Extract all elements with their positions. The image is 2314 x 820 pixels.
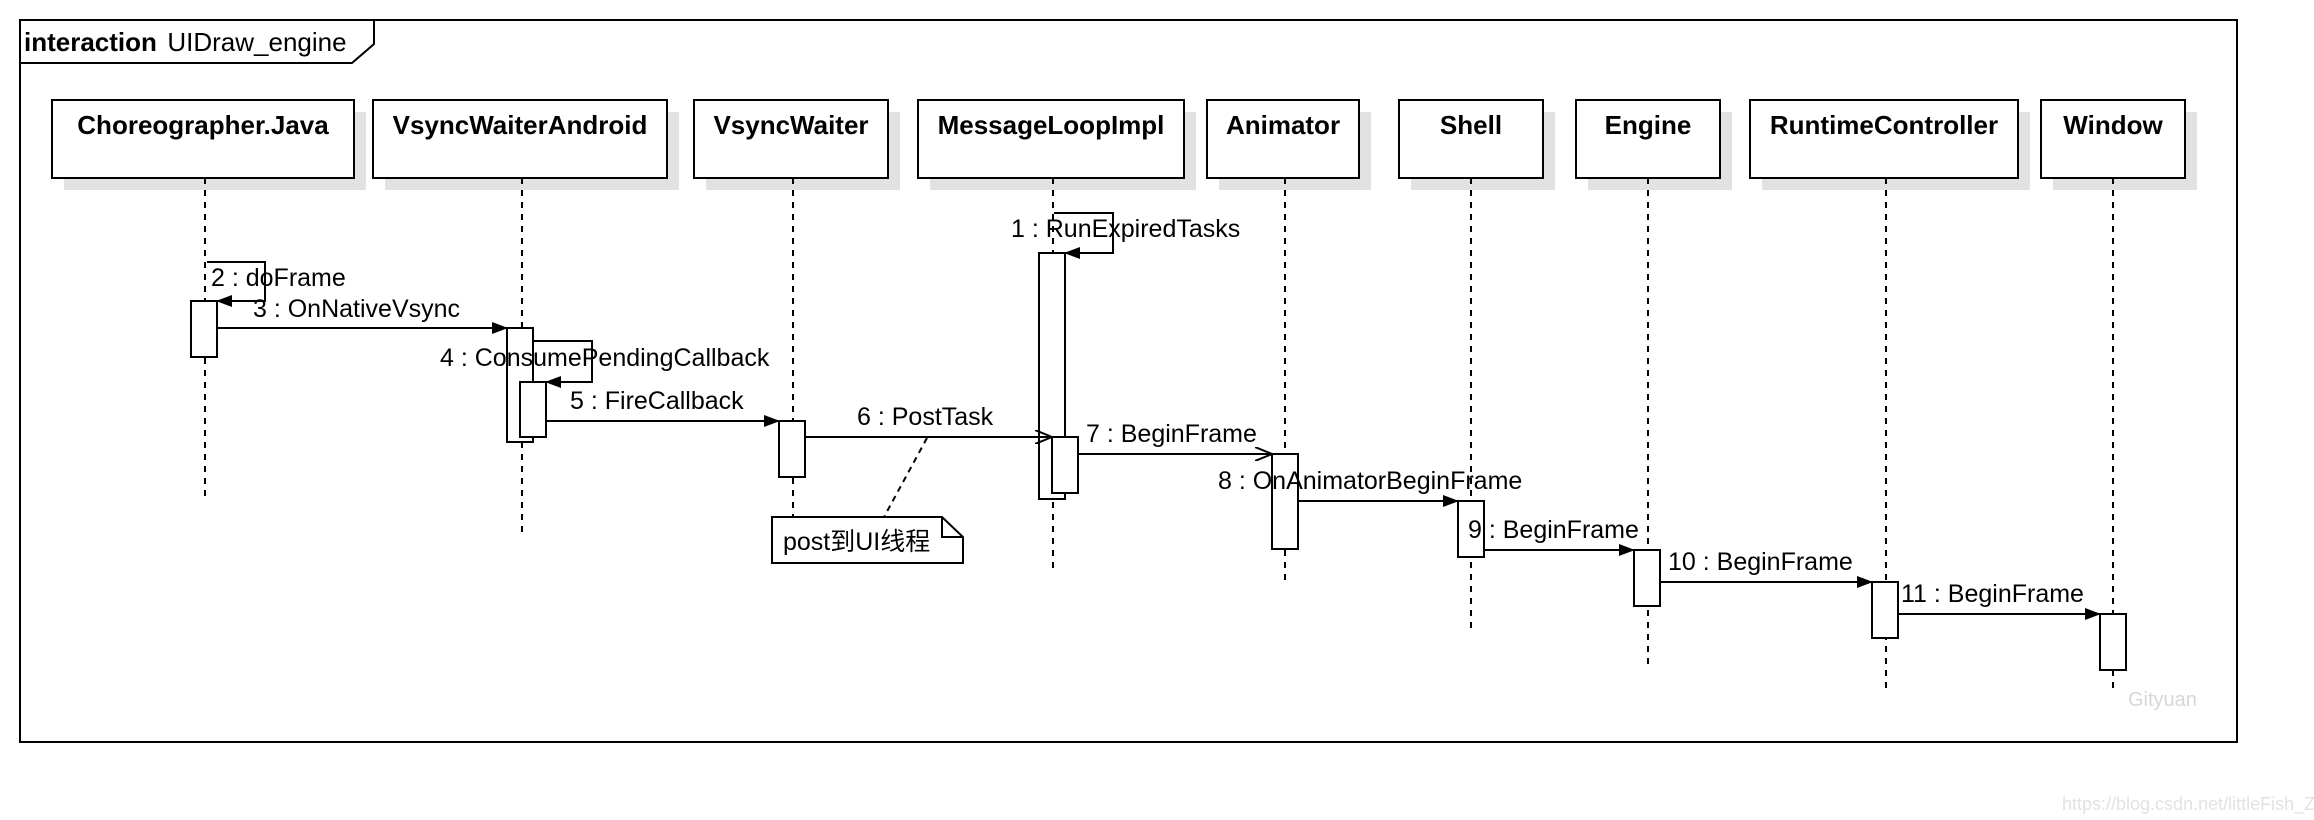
activation-animator	[1271, 453, 1299, 550]
interaction-frame: interaction UIDraw_engine	[19, 19, 2238, 743]
activation-messageloopimpl-inner	[1051, 436, 1079, 494]
message-2-label: 2 : doFrame	[211, 264, 346, 292]
lifeline-animator-label: Animator	[1226, 110, 1340, 140]
watermark-inner: Gityuan	[2128, 689, 2197, 711]
frame-keyword: interaction	[24, 27, 157, 57]
note-box	[771, 516, 964, 564]
lifeline-vsyncwaiter-label: VsyncWaiter	[713, 110, 868, 140]
lifeline-messageloopimpl-label: MessageLoopImpl	[938, 110, 1165, 140]
lifeline-choreographer-label: Choreographer.Java	[77, 110, 329, 140]
frame-name: UIDraw_engine	[167, 27, 346, 57]
message-6-label: 6 : PostTask	[857, 403, 994, 431]
message-10-label: 10 : BeginFrame	[1668, 548, 1853, 576]
message-8-label: 8 : OnAnimatorBeginFrame	[1218, 467, 1522, 495]
watermark-outer: https://blog.csdn.net/littleFish_ZYY	[2062, 794, 2314, 815]
message-5-label: 5 : FireCallback	[570, 387, 744, 415]
message-7-label: 7 : BeginFrame	[1086, 420, 1257, 448]
lifeline-messageloopimpl-box	[917, 99, 1185, 179]
lifeline-choreographer-box	[51, 99, 355, 179]
activation-engine	[1633, 549, 1661, 607]
lifeline-window-box	[2040, 99, 2186, 179]
activation-shell	[1457, 500, 1485, 558]
activation-bars	[190, 252, 2127, 671]
lifeline-window-label: Window	[2063, 110, 2163, 140]
message-9-label: 9 : BeginFrame	[1468, 516, 1639, 544]
message-3-label: 3 : OnNativeVsync	[253, 295, 460, 323]
lifeline-vsyncwaiterandroid-label: VsyncWaiterAndroid	[393, 110, 648, 140]
message-11-label: 11 : BeginFrame	[1901, 580, 2084, 608]
note-anchor-line	[883, 437, 928, 518]
lifeline-engine-box	[1575, 99, 1721, 179]
message-1-label: 1 : RunExpiredTasks	[1011, 215, 1240, 243]
note: post到UI线程	[771, 437, 964, 564]
activation-window	[2099, 613, 2127, 671]
note-text: post到UI线程	[783, 528, 930, 556]
lifeline-runtimecontroller-label: RuntimeController	[1770, 110, 1998, 140]
activation-runtimecontroller	[1871, 581, 1899, 639]
lifeline-vsyncwaiterandroid-box	[372, 99, 668, 179]
activation-vsyncwaiter	[778, 420, 806, 478]
lifeline-heads: Choreographer.Java VsyncWaiterAndroid Vs…	[51, 99, 2197, 190]
lifeline-runtimecontroller-box	[1749, 99, 2019, 179]
activation-choreographer	[190, 300, 218, 358]
activation-vsyncwaiterandroid-inner	[519, 381, 547, 438]
message-2-arrow	[207, 261, 266, 307]
lifeline-vsyncwaiter-box	[693, 99, 889, 179]
message-1-arrow	[1054, 212, 1114, 259]
messages: 1 : RunExpiredTasks 2 : doFrame 3 : OnNa…	[207, 212, 2101, 620]
lifeline-animator-box	[1206, 99, 1360, 179]
svg-text:interaction UIDraw_engin: interaction UIDraw_engine	[24, 27, 347, 57]
message-4-arrow	[533, 340, 593, 388]
lifeline-shell-label: Shell	[1440, 110, 1502, 140]
message-4-label: 4 : ConsumePendingCallback	[440, 344, 770, 372]
lifeline-engine-label: Engine	[1605, 110, 1692, 140]
